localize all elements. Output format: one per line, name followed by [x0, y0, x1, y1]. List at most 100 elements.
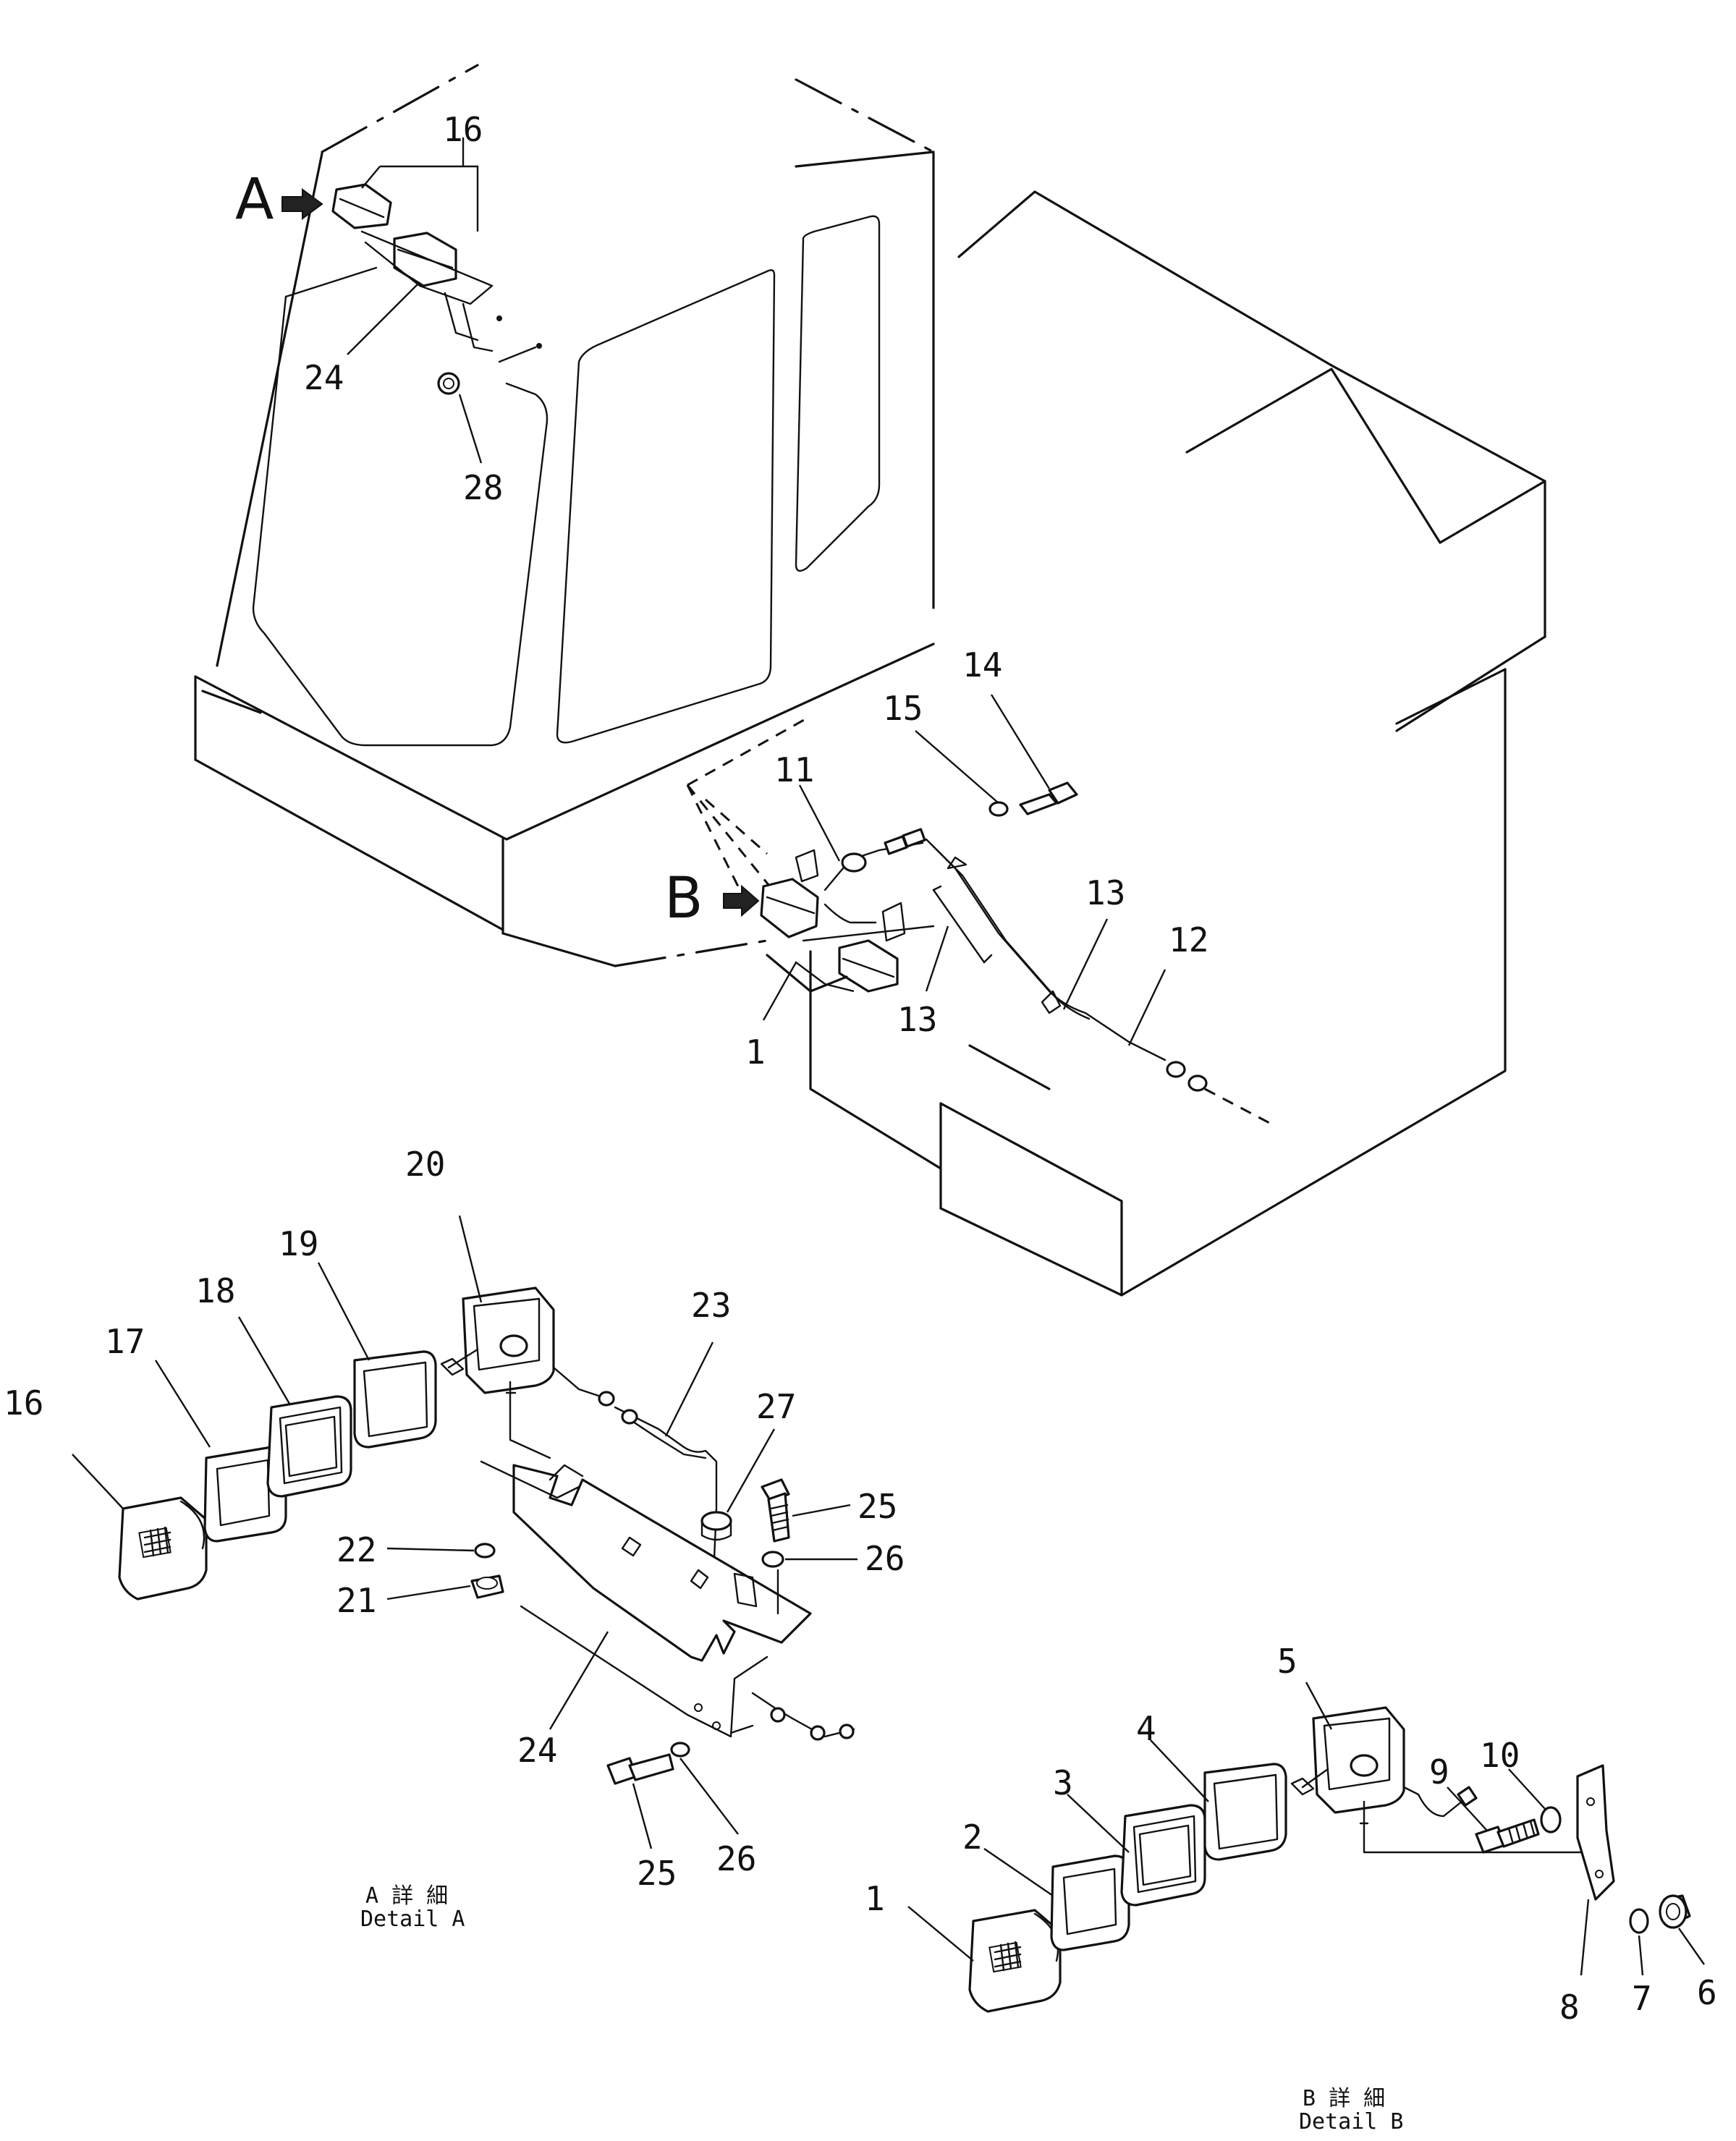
label-15: 15: [883, 689, 923, 728]
bracket-24-flange: [480, 1460, 580, 1499]
machine-outline: [194, 64, 1546, 1297]
view-marker-b: B: [664, 866, 703, 931]
grommet-27: [700, 1511, 732, 1531]
washer-26b: [670, 1742, 690, 1758]
label-16-top: 16: [443, 110, 483, 149]
leader-4: [1150, 1739, 1209, 1802]
connector-11: [841, 852, 867, 873]
hood-front-left: [809, 950, 942, 1170]
arrow-b-icon: [723, 884, 760, 917]
clip-13b: [1041, 990, 1062, 1014]
bracket-tab: [733, 1572, 758, 1608]
housing-5-socket: [1350, 1754, 1379, 1777]
lamp-group-bar: [802, 925, 935, 942]
leader-25-lower: [632, 1783, 653, 1849]
label-18: 18: [195, 1271, 235, 1310]
leader-14: [990, 694, 1051, 789]
label-28: 28: [463, 468, 503, 507]
leader-9: [1447, 1786, 1488, 1831]
end-connector-2: [1187, 1074, 1208, 1092]
upper-lamp-assembly: A: [235, 167, 542, 395]
label-3: 3: [1053, 1763, 1073, 1802]
washer-10: [1540, 1806, 1562, 1833]
housing-5-wire-left: [1290, 1768, 1329, 1796]
label-20: 20: [405, 1145, 445, 1184]
hood-rear-edge: [1439, 480, 1546, 544]
harness-wire-11: [823, 841, 924, 891]
caption-detail-a-jp: A 詳 細: [365, 1883, 448, 1909]
clip-13a: [947, 856, 967, 870]
label-23: 23: [691, 1286, 731, 1325]
leader-6: [1678, 1928, 1705, 1965]
leader-25-upper: [792, 1504, 851, 1517]
leader-22: [386, 1547, 475, 1552]
label-8: 8: [1559, 1988, 1580, 2027]
cab-side-window: [556, 269, 776, 744]
detail-captions: A 詳 細 Detail A B 詳 細 Detail B: [360, 1883, 1404, 2134]
bolt-9-thread: [1507, 1820, 1536, 1843]
leader-26-lower: [679, 1758, 739, 1835]
leader-3: [1067, 1794, 1130, 1853]
cab-base-side: [505, 643, 935, 841]
leader-24-detail: [549, 1631, 609, 1730]
leader-8: [1580, 1899, 1590, 1976]
cab-roof-edge: [321, 64, 479, 153]
gasket-4-inner: [1213, 1773, 1279, 1850]
lamp-bracket-right: [881, 902, 906, 942]
grommet-28: [437, 372, 460, 395]
lamp-group-bracket-1: [766, 954, 848, 993]
caption-detail-a-en: Detail A: [360, 1907, 465, 1932]
housing-20-wire-left: [440, 1348, 479, 1376]
deck-under: [501, 932, 617, 967]
harness-13-bracket: [932, 885, 993, 964]
gasket-18-inner2: [284, 1415, 338, 1477]
housing-20-inner: [473, 1297, 541, 1371]
wire-28: [498, 346, 537, 363]
harness-23-b: [621, 1413, 707, 1459]
leader-18: [237, 1316, 291, 1404]
harness-12-b: [932, 845, 1091, 1020]
washer-15: [988, 801, 1009, 817]
hood-front-lower: [939, 1102, 1123, 1203]
projection-line-1: [687, 715, 811, 787]
lens-1-grid-lines: [994, 1941, 1022, 1972]
lamp-bracket-left: [795, 849, 819, 883]
washer-26: [761, 1551, 784, 1568]
label-10: 10: [1480, 1736, 1520, 1775]
leader-13-right: [1062, 918, 1109, 1010]
label-6: 6: [1697, 1973, 1717, 2012]
leader-1-top: [762, 961, 855, 1021]
gasket-3-inner: [1132, 1815, 1197, 1894]
leader-13-left: [925, 925, 949, 992]
gasket-3-inner2: [1138, 1824, 1192, 1886]
connector-23b: [621, 1409, 638, 1425]
harness-23: [614, 1406, 718, 1593]
leader-5: [1305, 1682, 1333, 1730]
terminal-3: [839, 1724, 855, 1739]
lower-lamp-left: [760, 878, 819, 938]
housing-5-connector: [1457, 1786, 1478, 1807]
washer-22: [474, 1543, 496, 1559]
cab-base-front: [194, 675, 508, 841]
hood-rear-block: [1185, 368, 1441, 544]
label-16-detail: 16: [4, 1383, 43, 1423]
leader-19: [317, 1262, 371, 1361]
leader-lines: [72, 137, 1705, 1976]
leader-17: [154, 1360, 211, 1448]
leader-12: [1127, 969, 1166, 1046]
housing-20-projection: [509, 1395, 551, 1459]
frame-2: [1050, 1854, 1130, 1951]
projection-line-3: [705, 798, 768, 855]
deck-line: [201, 690, 262, 714]
detail-a-exploded: [118, 1286, 855, 1785]
leader-23: [664, 1341, 714, 1437]
hood-shoulder-2: [1395, 668, 1507, 725]
lower-lamp-right: [838, 939, 899, 993]
label-25-upper: 25: [858, 1487, 897, 1526]
leader-20: [458, 1215, 483, 1303]
label-24-top: 24: [304, 358, 344, 397]
part-labels: 16 24 28 14 15 11 13 12 13 1 20 19 18 17…: [4, 110, 1717, 2027]
bracket-24-wires: [729, 1692, 855, 1738]
housing-20-wire-right: [552, 1366, 602, 1398]
